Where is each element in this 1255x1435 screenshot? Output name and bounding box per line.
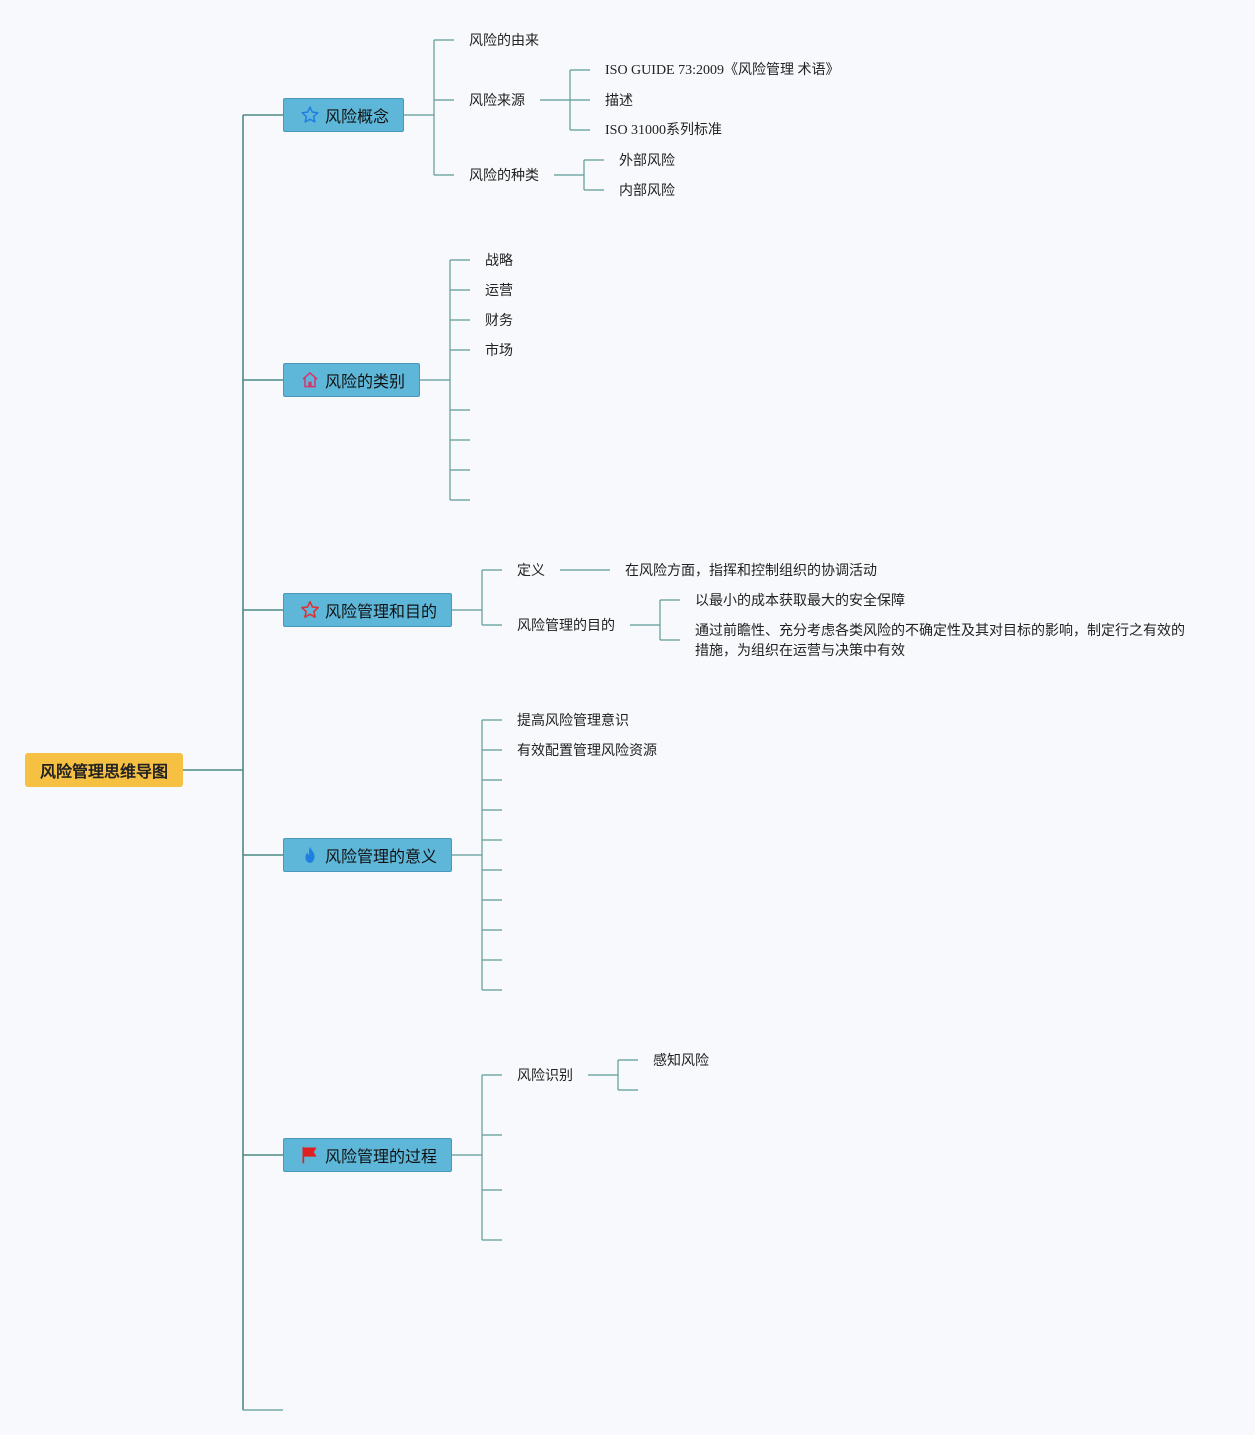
star-outline-icon [300, 105, 320, 125]
leaf-strategy[interactable]: 战略 [485, 253, 513, 269]
leaf-management-goal[interactable]: 风险管理的目的 [517, 618, 615, 634]
root-node[interactable]: 风险管理思维导图 [25, 753, 183, 787]
branch-risk-meaning[interactable]: 风险管理的意义 [283, 838, 452, 872]
branch-risk-category[interactable]: 风险的类别 [283, 363, 420, 397]
branch-label: 风险管理和目的 [325, 602, 438, 621]
leaf-risk-source[interactable]: 风险来源 [469, 93, 525, 109]
leaf-risk-identification[interactable]: 风险识别 [517, 1068, 573, 1084]
leaf-definition[interactable]: 定义 [517, 563, 545, 579]
branch-risk-process[interactable]: 风险管理的过程 [283, 1138, 452, 1172]
branch-label: 风险管理的过程 [325, 1147, 438, 1166]
leaf-internal-risk[interactable]: 内部风险 [619, 183, 675, 199]
branch-risk-purpose[interactable]: 风险管理和目的 [283, 593, 452, 627]
leaf-raise-awareness[interactable]: 提高风险管理意识 [517, 713, 629, 729]
branch-risk-concept[interactable]: 风险概念 [283, 98, 404, 132]
branch-label: 风险的类别 [325, 372, 406, 391]
leaf-risk-origin[interactable]: 风险的由来 [469, 33, 539, 49]
star-red-icon [300, 600, 320, 620]
leaf-finance[interactable]: 财务 [485, 313, 513, 329]
leaf-perceive-risk[interactable]: 感知风险 [653, 1053, 709, 1069]
leaf-goal-forward-looking[interactable]: 通过前瞻性、充分考虑各类风险的不确定性及其对目标的影响，制定行之有效的措施，为组… [695, 623, 1185, 659]
leaf-description[interactable]: 描述 [605, 93, 633, 109]
leaf-goal-min-cost[interactable]: 以最小的成本获取最大的安全保障 [695, 593, 905, 609]
leaf-external-risk[interactable]: 外部风险 [619, 153, 675, 169]
leaf-allocate-resources[interactable]: 有效配置管理风险资源 [517, 743, 657, 759]
flame-icon [300, 845, 320, 865]
leaf-operations[interactable]: 运营 [485, 283, 513, 299]
leaf-iso-31000[interactable]: ISO 31000系列标准 [605, 123, 723, 138]
leaf-definition-text[interactable]: 在风险方面，指挥和控制组织的协调活动 [625, 563, 877, 579]
leaf-risk-types[interactable]: 风险的种类 [469, 168, 539, 184]
leaf-iso-guide[interactable]: ISO GUIDE 73:2009《风险管理 术语》 [605, 63, 840, 78]
leaf-market[interactable]: 市场 [485, 343, 513, 359]
flag-icon [300, 1145, 320, 1165]
branch-label: 风险概念 [325, 107, 390, 126]
branch-label: 风险管理的意义 [325, 847, 438, 866]
home-icon [300, 370, 320, 390]
